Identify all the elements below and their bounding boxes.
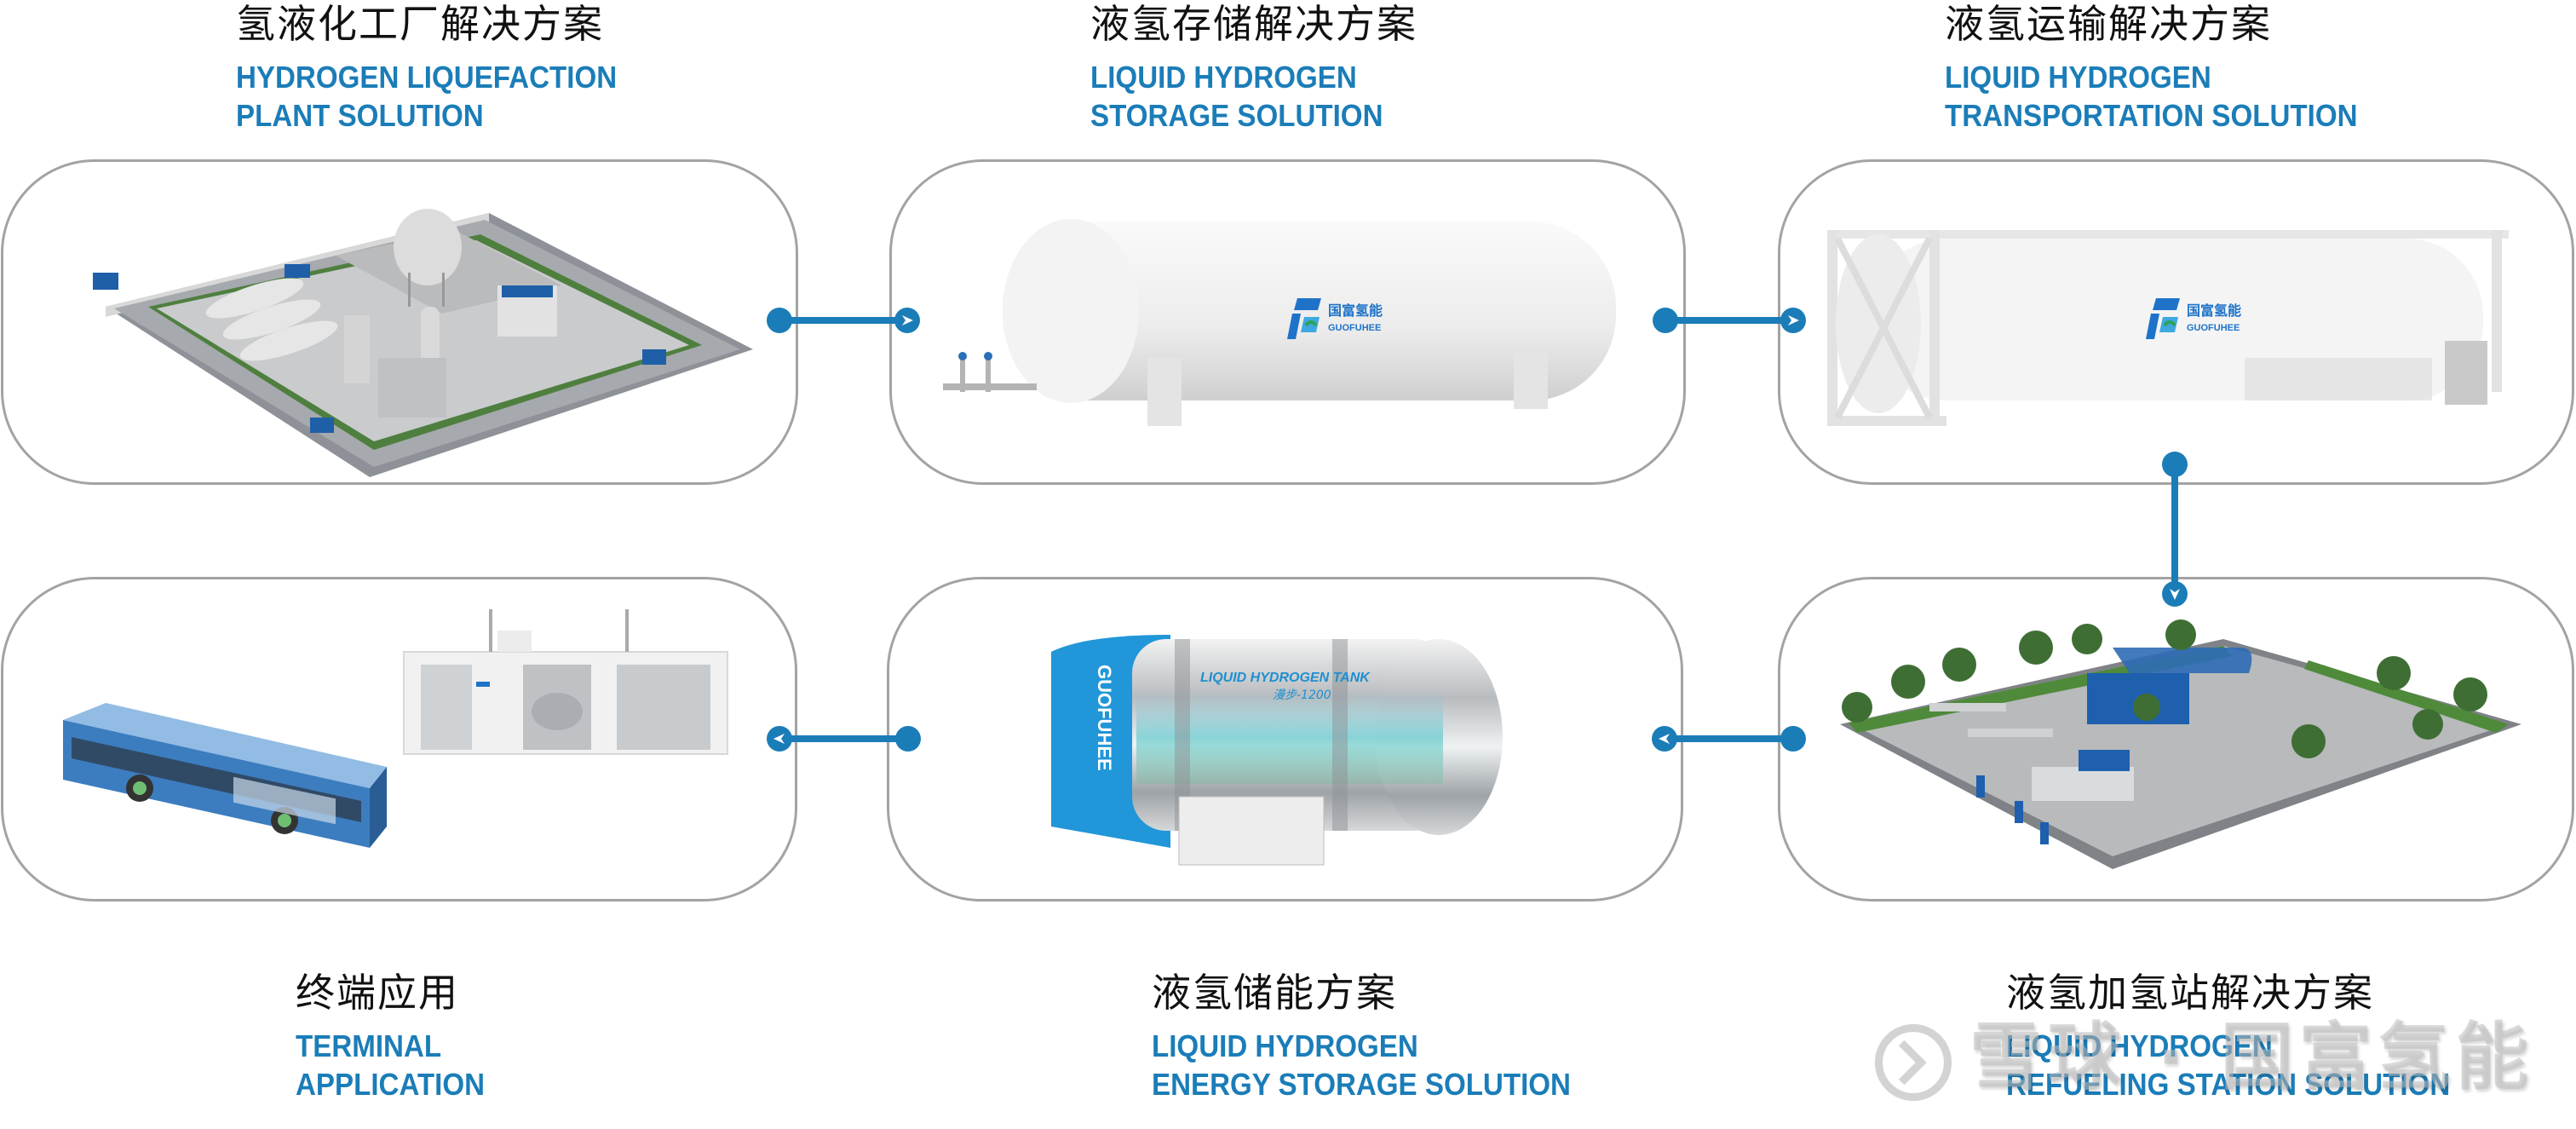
brand-logo-icon: 国富氢能 GUOFUHEE <box>2146 298 2241 339</box>
connector-line <box>2171 464 2178 594</box>
step-2-title-en-2: STORAGE SOLUTION <box>1090 98 1383 133</box>
step-3-title: 液氢运输解决方案 LIQUID HYDROGEN TRANSPORTATION … <box>1945 0 2394 135</box>
step-6-title-en-1: LIQUID HYDROGEN <box>2006 1028 2273 1063</box>
arrow-left-icon <box>1652 726 1677 752</box>
step-1-title-zh: 氢液化工厂解决方案 <box>236 1 604 47</box>
step-6-title-zh: 液氢加氢站解决方案 <box>2006 970 2374 1016</box>
step-6-title-en-2: REFUELING STATION SOLUTION <box>2006 1067 2451 1102</box>
step-4-title-en-2: APPLICATION <box>296 1067 486 1102</box>
arrow-right-icon <box>894 308 920 333</box>
step-2-title-en-1: LIQUID HYDROGEN <box>1090 60 1357 95</box>
bus-and-container-unit-illustration <box>63 609 728 848</box>
connector-start-dot <box>1780 726 1806 752</box>
svg-text:GUOFUHEE: GUOFUHEE <box>2187 323 2240 333</box>
step-5-title: 液氢储能方案 LIQUID HYDROGEN ENERGY STORAGE SO… <box>1152 969 1607 1103</box>
step-6-title: 液氢加氢站解决方案 LIQUID HYDROGEN REFUELING STAT… <box>2006 969 2489 1103</box>
liquid-hydrogen-storage-tank-illustration: 国富氢能 GUOFUHEE <box>943 219 1616 426</box>
step-4-card <box>1 577 797 901</box>
step-5-title-zh: 液氢储能方案 <box>1152 970 1397 1016</box>
step-5-card: LIQUID HYDROGEN TANK 漫步-1200 GUOFUHEE <box>887 577 1683 901</box>
vehicle-liquid-hydrogen-tank-illustration: LIQUID HYDROGEN TANK 漫步-1200 GUOFUHEE <box>1051 635 1503 866</box>
arrow-down-icon <box>2162 581 2188 607</box>
snowball-logo-icon <box>1874 1023 1952 1101</box>
step-4-title-en-1: TERMINAL <box>296 1028 442 1063</box>
connector-line <box>779 317 907 324</box>
step-6-card <box>1778 577 2574 901</box>
step-2-title: 液氢存储解决方案 LIQUID HYDROGEN STORAGE SOLUTIO… <box>1090 0 1417 135</box>
refueling-station-illustration <box>1840 619 2521 869</box>
connector-start-dot <box>895 726 921 752</box>
tank-label-line1: LIQUID HYDROGEN TANK <box>1200 671 1371 685</box>
liquid-hydrogen-iso-container-illustration: 国富氢能 GUOFUHEE <box>1827 230 2509 426</box>
arrow-right-icon <box>1780 308 1806 333</box>
step-3-title-zh: 液氢运输解决方案 <box>1945 1 2272 47</box>
tank-label-line2: 漫步-1200 <box>1273 688 1331 702</box>
step-1-card <box>1 159 798 485</box>
hydrogen-liquefaction-plant-illustration <box>93 209 753 477</box>
step-1-title-en-2: PLANT SOLUTION <box>236 98 484 133</box>
step-4-title: 终端应用 TERMINAL APPLICATION <box>296 969 501 1103</box>
connector-line <box>1665 317 1793 324</box>
step-1-title: 氢液化工厂解决方案 HYDROGEN LIQUEFACTION PLANT SO… <box>236 0 650 135</box>
step-5-title-en-1: LIQUID HYDROGEN <box>1152 1028 1418 1063</box>
step-3-card: 国富氢能 GUOFUHEE <box>1778 159 2574 485</box>
step-4-title-zh: 终端应用 <box>296 970 459 1016</box>
step-1-title-en-1: HYDROGEN LIQUEFACTION <box>236 60 618 95</box>
side-banner-text: GUOFUHEE <box>1094 665 1115 771</box>
arrow-left-icon <box>767 726 792 752</box>
connector-start-dot <box>767 308 792 333</box>
step-3-title-en-2: TRANSPORTATION SOLUTION <box>1945 98 2358 133</box>
brand-logo-icon: 国富氢能 GUOFUHEE <box>1287 298 1383 339</box>
svg-text:国富氢能: 国富氢能 <box>2187 302 2241 319</box>
svg-text:国富氢能: 国富氢能 <box>1328 302 1383 319</box>
watermark-text: 雪球 · 国富氢能 <box>1969 1015 2534 1100</box>
svg-text:GUOFUHEE: GUOFUHEE <box>1328 323 1381 333</box>
connector-start-dot <box>1653 308 1678 333</box>
connector-start-dot <box>2162 452 2188 477</box>
step-2-title-zh: 液氢存储解决方案 <box>1090 1 1417 47</box>
watermark: 雪球 · 国富氢能 <box>1874 997 2534 1103</box>
step-2-card: 国富氢能 GUOFUHEE <box>889 159 1686 485</box>
step-3-title-en-1: LIQUID HYDROGEN <box>1945 60 2211 95</box>
connector-line <box>1665 735 1793 742</box>
connector-line <box>779 735 908 742</box>
step-5-title-en-2: ENERGY STORAGE SOLUTION <box>1152 1067 1571 1102</box>
